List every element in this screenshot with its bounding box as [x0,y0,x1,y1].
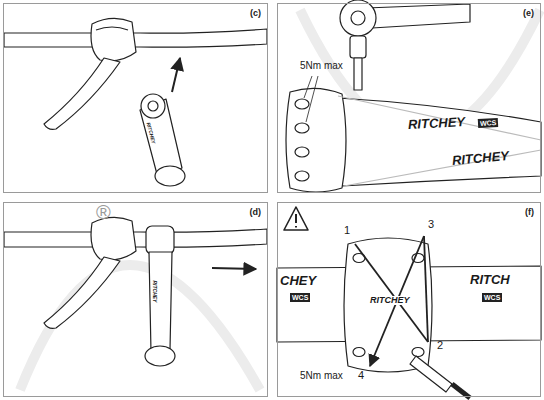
brand-mark: RITCH [470,273,510,286]
panel: (d) [3,202,268,397]
warning-triangle [284,207,308,230]
panel: (e) [277,3,541,193]
series-mark: WCS [482,293,502,302]
callout-number: 1 [344,225,350,236]
stem-c [140,58,185,186]
panel-letter: (e) [523,8,534,18]
brand-mark: RITCHEY [152,280,157,302]
brand-mark: CHEY [280,274,316,287]
brand-mark: RITCHEY [368,296,412,305]
faceplate [344,238,432,372]
sequence-lines [355,236,428,366]
stem-d [145,226,256,366]
handlebar-c [4,18,267,129]
brand-mark: RITCHEY [408,115,466,131]
panel-letter: (f) [525,207,534,217]
panel-letter: (c) [250,8,261,18]
leader-lines [304,76,318,122]
torque-note: 5Nm max [300,61,343,71]
handlebar-d [4,217,267,328]
series-mark: WCS [290,293,310,302]
callout-number: 3 [428,219,434,230]
callout-number: 2 [437,340,443,351]
watermark [20,10,540,390]
stem-e [286,88,541,192]
bolt-holes-e [295,99,309,181]
hex-key [410,356,470,398]
callout-number: 4 [358,370,364,381]
series-mark: WCS [478,117,499,127]
torque-wrench [340,0,470,90]
torque-note: 5Nm max [300,371,343,381]
panel: (c) [3,3,268,193]
watermark: ® [96,202,111,222]
panel-letter: (d) [250,207,262,217]
